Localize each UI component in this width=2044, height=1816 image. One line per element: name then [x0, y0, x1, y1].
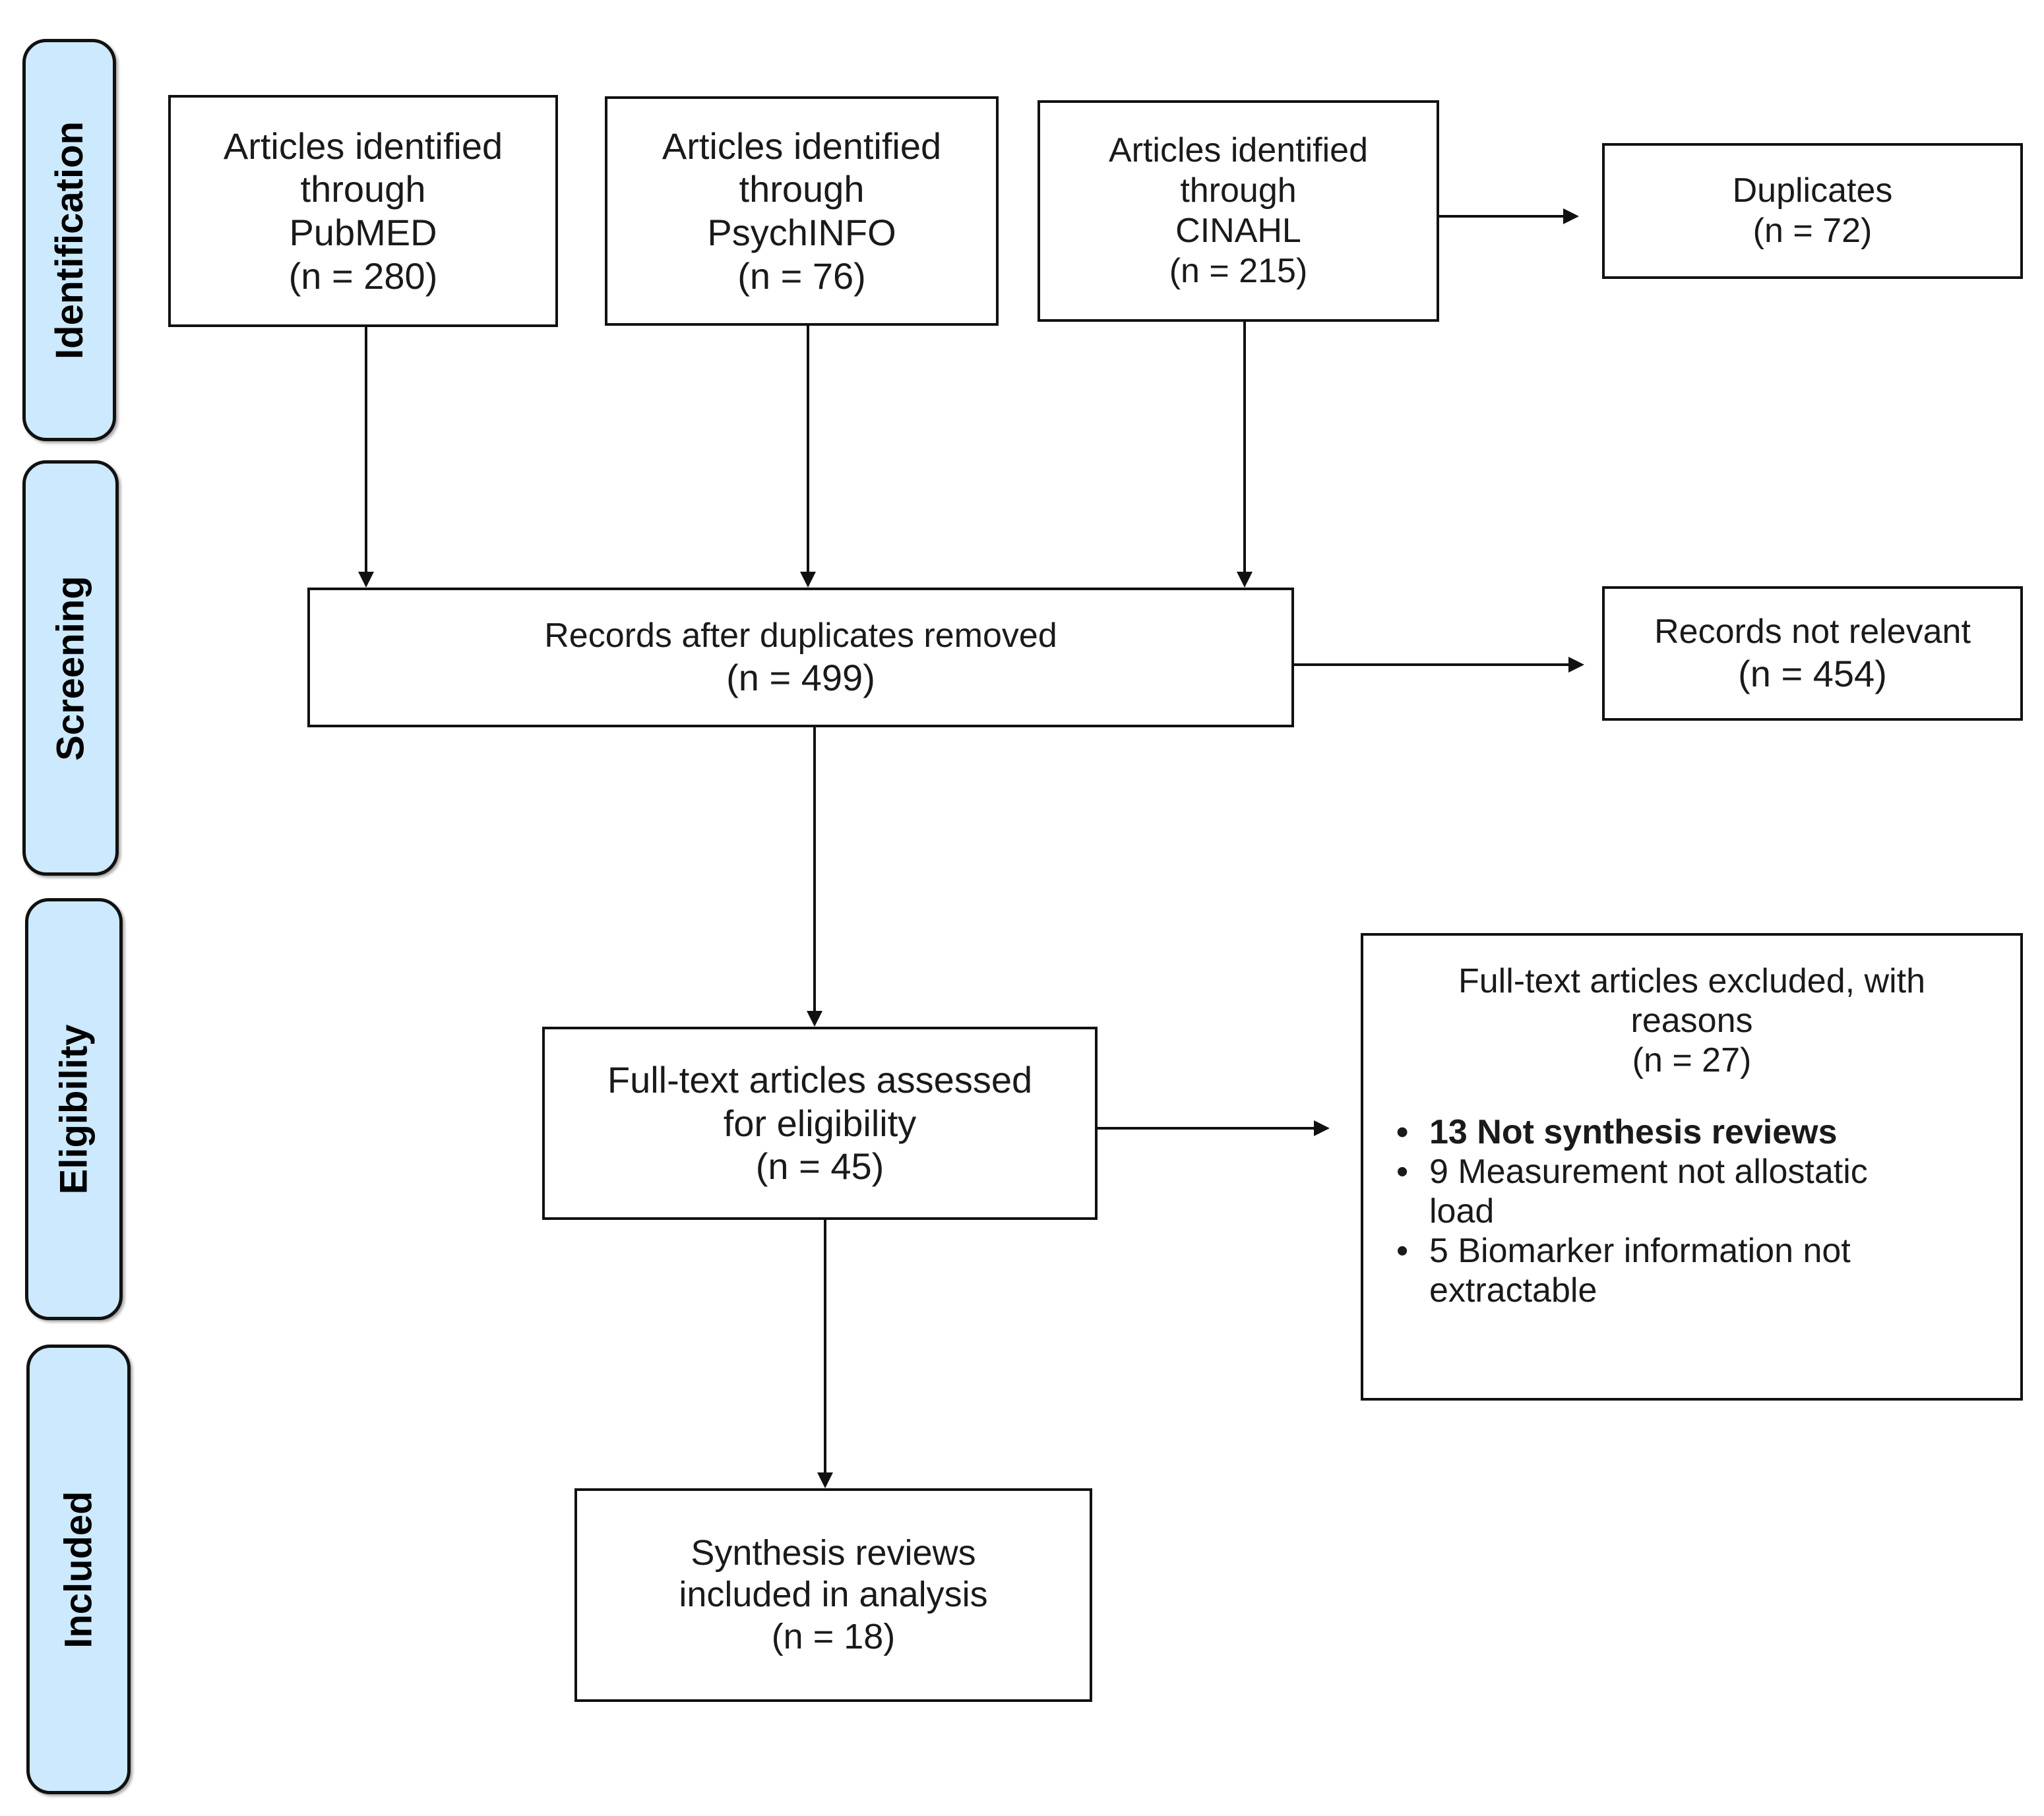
box-text: included in analysis [679, 1575, 988, 1615]
box-text: PubMED [289, 212, 437, 253]
box-text: Records not relevant [1654, 612, 1971, 651]
box-count: (n = 45) [755, 1145, 884, 1188]
box-text: Articles identified [1108, 131, 1369, 170]
box-text: PsychINFO [707, 212, 896, 253]
box-text: Articles identified [662, 125, 942, 167]
duplicates-box: Duplicates(n = 72) [1602, 143, 2023, 279]
box-text: through [1180, 171, 1297, 210]
box-text: CINAHL [1175, 212, 1301, 250]
box-text: Records after duplicates removed [544, 616, 1057, 655]
stage-screening: Screening [22, 460, 119, 876]
box-text: Duplicates [1732, 171, 1893, 210]
box-count: (n = 72) [1752, 212, 1873, 250]
stage-included: Included [26, 1345, 131, 1794]
box-text: Synthesis reviews [691, 1533, 976, 1573]
list-item: 5 Biomarker information not extractable [1396, 1232, 1931, 1311]
box-text: Articles identified [223, 125, 503, 167]
list-item: 13 Not synthesis reviews [1396, 1113, 1931, 1153]
box-text: reasons [1630, 1001, 1753, 1040]
box-text: through [300, 168, 426, 210]
box-text: for eligibility [723, 1102, 917, 1144]
exclusion-reasons-list: 13 Not synthesis reviews 9 Measurement n… [1363, 1113, 1931, 1310]
box-text: Full-text articles assessed [607, 1059, 1033, 1101]
box-text: through [739, 168, 865, 210]
box-text: Full-text articles excluded, with [1458, 962, 1926, 1000]
box-count: (n = 215) [1169, 251, 1308, 290]
box-count: (n = 27) [1632, 1041, 1752, 1079]
box-count: (n = 280) [288, 255, 438, 297]
box-count: (n = 499) [726, 656, 875, 698]
not-relevant-box: Records not relevant(n = 454) [1602, 586, 2023, 721]
stage-identification: Identification [22, 39, 116, 441]
box-count: (n = 18) [771, 1616, 896, 1656]
list-item: 9 Measurement not allostatic load [1396, 1153, 1931, 1232]
records-after-duplicates-box: Records after duplicates removed(n = 499… [307, 588, 1294, 727]
stage-eligibility: Eligibility [25, 898, 123, 1320]
box-count: (n = 76) [737, 255, 866, 297]
box-count: (n = 454) [1738, 652, 1887, 694]
